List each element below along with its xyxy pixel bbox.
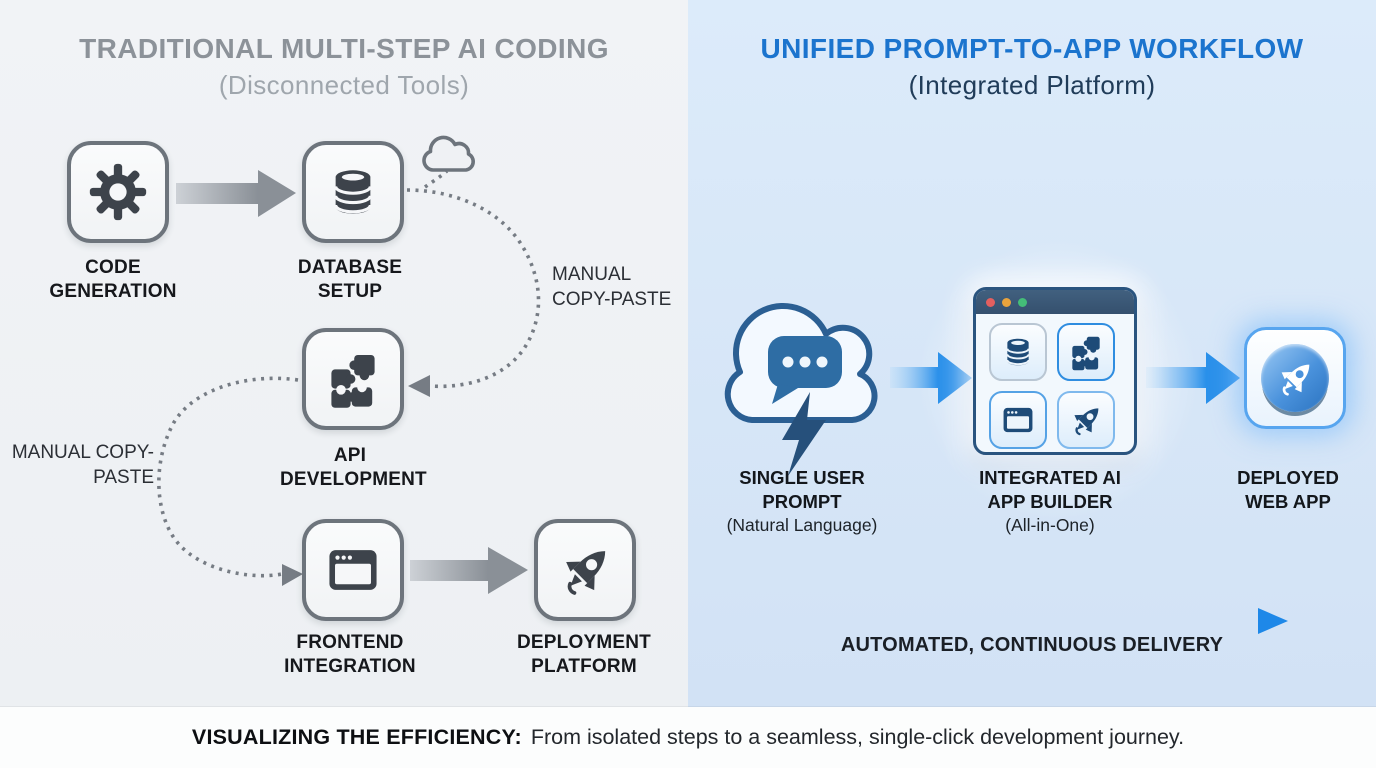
step-sublabel-all-in-one: (All-in-One) xyxy=(1005,515,1095,535)
dotted-arrowhead-right xyxy=(282,564,303,586)
prompt-cloud-icon xyxy=(724,303,878,476)
builder-tile-deploy xyxy=(1057,391,1115,449)
chat-bubble-icon xyxy=(768,336,842,404)
builder-tile-frontend xyxy=(989,391,1047,449)
window-dot-red-icon xyxy=(986,297,995,307)
right-panel-subtitle: (Integrated Platform) xyxy=(908,70,1156,100)
window-dot-yellow-icon xyxy=(1002,297,1011,307)
node-label-api-development: API DEVELOPMENT xyxy=(280,445,427,490)
delivery-label: AUTOMATED, CONTINUOUS DELIVERY xyxy=(840,634,1224,656)
rocket-icon xyxy=(566,551,606,595)
step-label-integrated-ai-app-builder: INTEGRATED AI APP BUILDER xyxy=(979,467,1121,512)
footer-bar: VISUALIZING THE EFFICIENCY: From isolate… xyxy=(0,707,1376,768)
annotation-manual-copy-paste-left: MANUAL COPY-PASTE xyxy=(11,442,154,488)
dotted-arrowhead-left xyxy=(408,375,430,397)
node-label-frontend-integration: FRONTEND INTEGRATION xyxy=(284,632,416,677)
left-panel-subtitle: (Disconnected Tools) xyxy=(218,70,470,100)
browser-window-icon xyxy=(1003,407,1033,433)
node-label-deployment-platform: DEPLOYMENT PLATFORM xyxy=(517,632,651,677)
dotted-path-database-to-api xyxy=(406,169,541,389)
node-label-database-setup: DATABASE SETUP xyxy=(297,257,403,302)
browser-window-icon xyxy=(329,550,377,590)
rocket-icon xyxy=(1074,408,1099,436)
traditional-workflow-panel: TRADITIONAL MULTI-STEP AI CODING (Discon… xyxy=(0,0,688,707)
window-body xyxy=(976,314,1134,452)
builder-tile-api xyxy=(1057,323,1115,381)
dotted-path-api-to-frontend xyxy=(157,376,299,578)
arrow-continuous-delivery xyxy=(769,608,1288,634)
unified-workflow-panel: UNIFIED PROMPT-TO-APP WORKFLOW (Integrat… xyxy=(688,0,1376,707)
app-builder-window xyxy=(973,287,1137,455)
step-label-deployed-web-app: DEPLOYED WEB APP xyxy=(1237,467,1339,512)
database-icon xyxy=(1006,338,1030,366)
annotation-manual-copy-paste-right: MANUAL COPY-PASTE xyxy=(552,264,672,310)
step-label-single-user-prompt: SINGLE USER PROMPT xyxy=(739,467,865,512)
right-panel-title: UNIFIED PROMPT-TO-APP WORKFLOW xyxy=(760,33,1304,64)
window-titlebar xyxy=(976,290,1134,314)
left-panel-title: TRADITIONAL MULTI-STEP AI CODING xyxy=(79,33,609,64)
lightning-bolt-icon xyxy=(782,392,826,476)
builder-tile-database xyxy=(989,323,1047,381)
node-deployment-platform xyxy=(534,519,636,621)
node-frontend-integration xyxy=(302,519,404,621)
node-code-generation xyxy=(67,141,169,243)
footer-text: From isolated steps to a seamless, singl… xyxy=(530,725,1185,749)
cloud-icon xyxy=(422,135,475,172)
arrow-code-to-database xyxy=(176,170,296,217)
step-sublabel-natural-language: (Natural Language) xyxy=(726,515,878,535)
launch-button xyxy=(1261,344,1329,412)
puzzle-icon xyxy=(331,355,375,408)
node-api-development xyxy=(302,328,404,430)
node-label-code-generation: CODE GENERATION xyxy=(49,257,177,302)
gear-icon xyxy=(89,163,147,221)
window-dot-green-icon xyxy=(1018,297,1027,307)
rocket-icon xyxy=(1281,364,1310,396)
node-database-setup xyxy=(302,141,404,243)
arrow-frontend-to-deployment xyxy=(410,547,528,594)
footer-lead: VISUALIZING THE EFFICIENCY: xyxy=(191,725,522,749)
deployed-app-icon xyxy=(1244,327,1346,429)
puzzle-icon xyxy=(1072,336,1100,371)
database-icon xyxy=(334,170,372,214)
